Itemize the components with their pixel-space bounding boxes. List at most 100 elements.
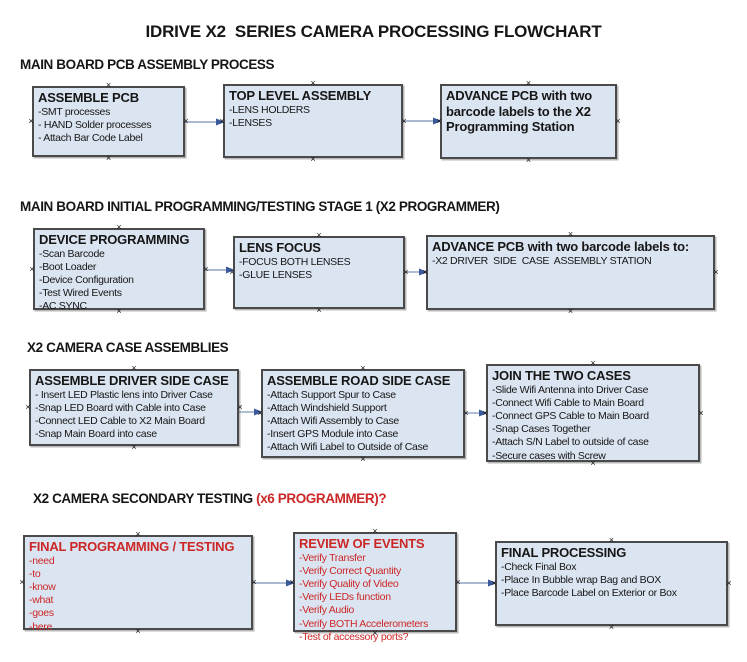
connection-handle [315,306,323,314]
box-item: -to [29,567,41,580]
box-item: -Snap LED Board with Cable into Case [35,401,206,414]
box-items: -LENS HOLDERS -LENSES [229,104,397,130]
heading-black-part: X2 CAMERA SECONDARY TESTING [33,491,257,506]
flow-box-advance-pcb-driver-side-station[interactable]: ADVANCE PCB with two barcode labels to: … [426,235,715,310]
flow-box-device-programming[interactable]: DEVICE PROGRAMMING -Scan Barcode -Boot L… [33,228,205,313]
box-title: DEVICE PROGRAMMING [39,232,190,247]
connection-handle [371,527,379,535]
connection-handle [567,230,575,238]
connection-handle [309,79,317,87]
connection-handle [725,580,733,588]
box-title: LENS FOCUS [239,240,321,255]
connection-handle [134,627,142,635]
box-items: -Verify Transfer -Verify Correct Quantit… [299,552,451,644]
connection-handle [24,404,32,412]
box-item: -X2 DRIVER SIDE CASE ASSEMBLY STATION [432,254,652,267]
box-item: -SMT processes [38,105,111,118]
connection-handle [115,307,123,315]
connection-handle [525,156,533,164]
connection-handle [402,269,410,277]
box-title: REVIEW OF EVENTS [299,536,425,551]
box-item: -Connect LED Cable to X2 Main Board [35,414,205,427]
box-item: -Verify Correct Quantity [299,564,401,577]
box-item: -Verify Transfer [299,551,366,564]
flow-box-final-programming-testing[interactable]: FINAL PROGRAMMING / TESTING -need -to -k… [23,535,253,633]
connection-handle [28,265,36,273]
connection-handle [315,231,323,239]
box-title: JOIN THE TWO CASES [492,368,631,383]
box-item: -Insert GPS Module into Case [267,428,399,441]
box-title: ADVANCE PCB with two barcode labels to: [432,239,690,254]
box-item: -Secure cases with Screw [492,449,606,462]
box-item: -what [29,594,54,607]
flow-box-join-the-two-cases[interactable]: JOIN THE TWO CASES -Slide Wifi Antenna i… [486,364,700,462]
box-item: -Verify LEDs function [299,591,391,604]
flow-box-lens-focus[interactable]: LENS FOCUS -FOCUS BOTH LENSES -GLUE LENS… [233,236,405,309]
box-item: -Place Barcode Label on Exterior or Box [501,586,677,599]
box-item: -Place In Bubble wrap Bag and BOX [501,573,661,586]
box-item: -Verify Quality of Video [299,577,399,590]
connection-handle [371,629,379,637]
box-item: -Attach Wifi Label to Outside of Case [267,441,429,454]
connection-handle [105,154,113,162]
box-items: -X2 DRIVER SIDE CASE ASSEMBLY STATION [432,255,709,268]
box-item: -Connect Wifi Cable to Main Board [492,396,644,409]
connection-handle [359,364,367,372]
heading-red-part: (x6 PROGRAMMER)? [256,491,387,506]
connection-handle [608,536,616,544]
connection-handle [567,307,575,315]
box-items: -Attach Support Spur to Case -Attach Win… [267,389,459,455]
box-title: ASSEMBLE PCB [38,90,139,105]
connection-handle [228,269,236,277]
box-item: -Verify Audio [299,604,355,617]
box-title: FINAL PROCESSING [501,545,627,560]
section-heading-secondary-testing: X2 CAMERA SECONDARY TESTING (x6 PROGRAMM… [33,491,387,506]
connection-handle [697,409,705,417]
box-item: -Attach Windshield Support [267,401,387,414]
flow-box-advance-pcb-programming-station[interactable]: ADVANCE PCB with two barcode labels to t… [440,84,617,159]
box-item: -Slide Wifi Antenna into Driver Case [492,383,649,396]
box-title: ASSEMBLE DRIVER SIDE CASE [35,373,229,388]
box-item: -Attach Wifi Assembly to Case [267,414,399,427]
box-item: -LENSES [229,116,272,129]
connection-handle [27,118,35,126]
box-item: -Snap Cases Together [492,423,591,436]
box-item: -FOCUS BOTH LENSES [239,255,351,268]
box-item: -Boot Loader [39,260,97,273]
connection-handle [614,118,622,126]
connection-handle [608,623,616,631]
connection-handle [202,265,210,273]
box-item: -Scan Barcode [39,247,105,260]
connection-handle [490,580,498,588]
box-title: ADVANCE PCB with two barcode labels to t… [446,88,592,134]
connection-handle [525,79,533,87]
connection-handle [400,117,408,125]
flow-box-assemble-pcb[interactable]: ASSEMBLE PCB -SMT processes - HAND Solde… [32,86,185,157]
connection-handle [359,455,367,463]
box-items: -FOCUS BOTH LENSES -GLUE LENSES [239,256,399,282]
connection-handle [589,359,597,367]
box-item: -Test Wired Events [39,287,122,300]
flow-box-review-of-events[interactable]: REVIEW OF EVENTS -Verify Transfer -Verif… [293,532,457,643]
box-item: -Device Configuration [39,273,134,286]
box-item: -AC SYNC [39,300,87,313]
flow-box-top-level-assembly[interactable]: TOP LEVEL ASSEMBLY -LENS HOLDERS -LENSES [223,84,403,158]
box-item: - Insert LED Plastic lens into Driver Ca… [35,388,213,401]
box-item: -Attach S/N Label to outside of case [492,436,649,449]
connection-handle [218,117,226,125]
box-item: - HAND Solder processes [38,118,152,131]
box-item: -know [29,580,56,593]
connection-handle [182,118,190,126]
connection-handle [236,404,244,412]
flow-box-assemble-driver-side-case[interactable]: ASSEMBLE DRIVER SIDE CASE - Insert LED P… [29,369,239,446]
flow-box-final-processing[interactable]: FINAL PROCESSING -Check Final Box -Place… [495,541,728,626]
box-title: ASSEMBLE ROAD SIDE CASE [267,373,451,388]
connection-handle [712,269,720,277]
page-title: IDRIVE X2 SERIES CAMERA PROCESSING FLOWC… [145,22,602,41]
flow-box-assemble-road-side-case[interactable]: ASSEMBLE ROAD SIDE CASE -Attach Support … [261,369,465,458]
box-item: -Snap Main Board into case [35,428,157,441]
box-items: -Slide Wifi Antenna into Driver Case -Co… [492,384,694,463]
box-item: -here [29,620,53,633]
connection-handle [130,364,138,372]
